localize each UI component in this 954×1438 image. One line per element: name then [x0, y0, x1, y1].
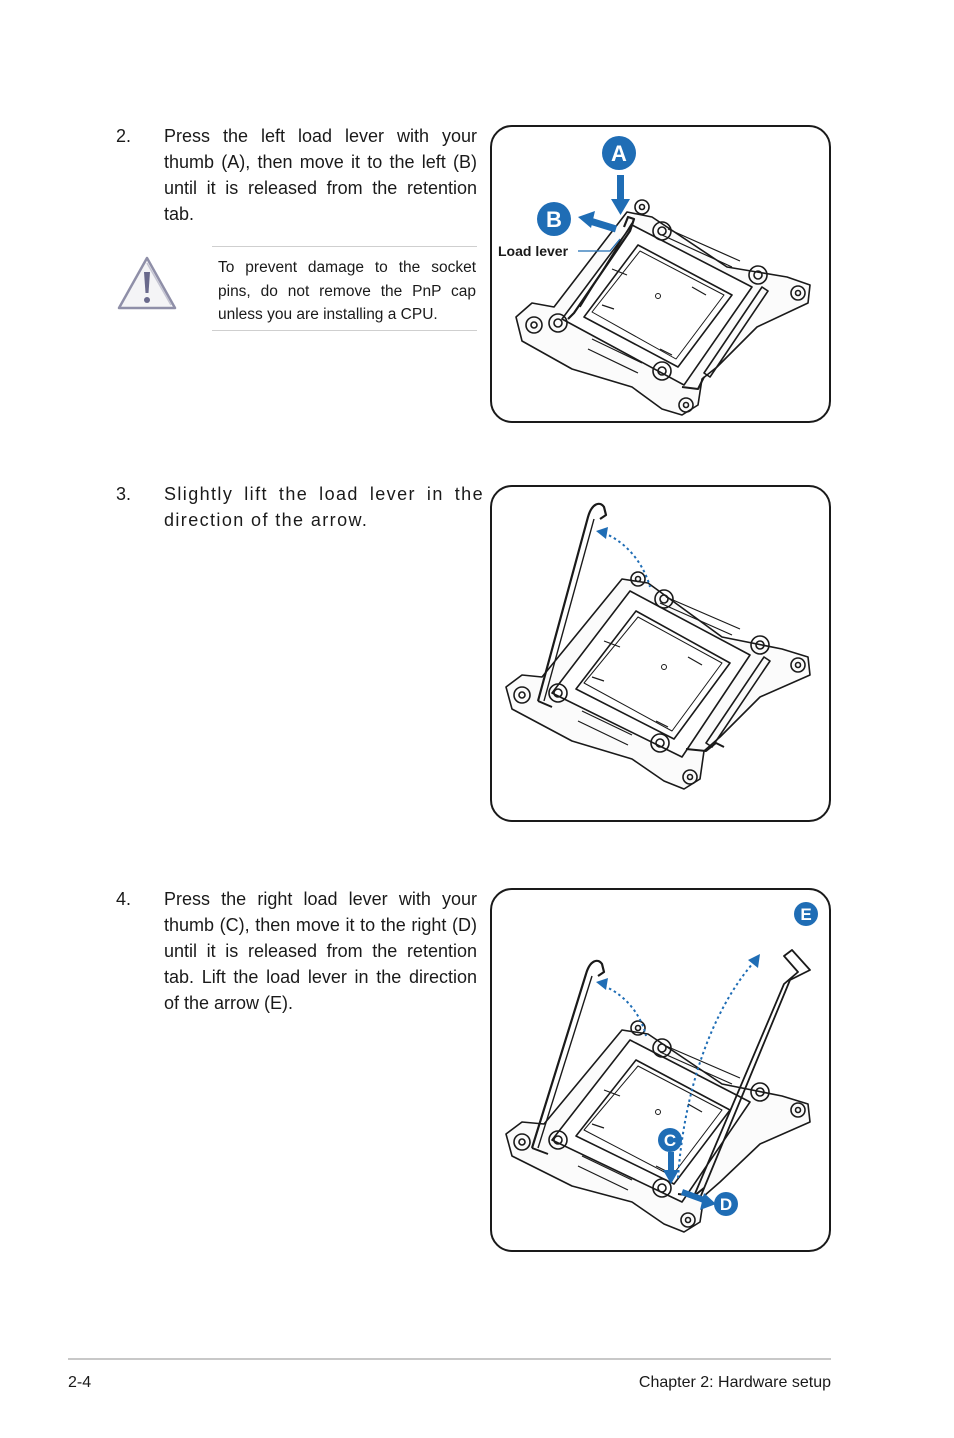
callout-a-circle	[602, 136, 636, 170]
callout-d-text: D	[720, 1195, 732, 1214]
caution-triangle-icon	[116, 255, 178, 311]
step-3-text: Slightly lift the load lever in the dire…	[164, 484, 484, 530]
figure-release-left-lever: A B Load lever	[490, 125, 831, 423]
step-2-text: Press the left load lever with your thum…	[164, 126, 477, 224]
callout-b-text: B	[546, 207, 562, 232]
callout-c-text: C	[664, 1131, 676, 1150]
step-4-number: 4.	[116, 889, 132, 909]
page-number: 2-4	[68, 1374, 92, 1391]
callout-a-text: A	[611, 141, 627, 166]
callout-c-circle	[658, 1128, 682, 1152]
step-4-text: Press the right load lever with your thu…	[164, 889, 477, 1013]
callout-e-circle	[794, 902, 818, 926]
figure-lift-lever	[490, 485, 831, 822]
callout-e-text: E	[800, 905, 811, 924]
socket-diagram-2	[505, 502, 811, 790]
callout-b-circle	[537, 202, 571, 236]
socket-diagram-1: A B	[515, 136, 811, 416]
figure-release-right-lever: C D E	[490, 888, 831, 1252]
footer-divider	[68, 1358, 831, 1360]
caution-note-text: To prevent damage to the socket pins, do…	[218, 259, 476, 323]
callout-d-circle	[714, 1192, 738, 1216]
step-2-number: 2.	[116, 126, 132, 146]
chapter-title: Chapter 2: Hardware setup	[638, 1374, 831, 1391]
caution-note: To prevent damage to the socket pins, do…	[212, 246, 477, 331]
socket-diagram-3: C D E	[505, 902, 818, 1233]
load-lever-label: Load lever	[498, 243, 569, 259]
step-3-number: 3.	[116, 484, 132, 504]
